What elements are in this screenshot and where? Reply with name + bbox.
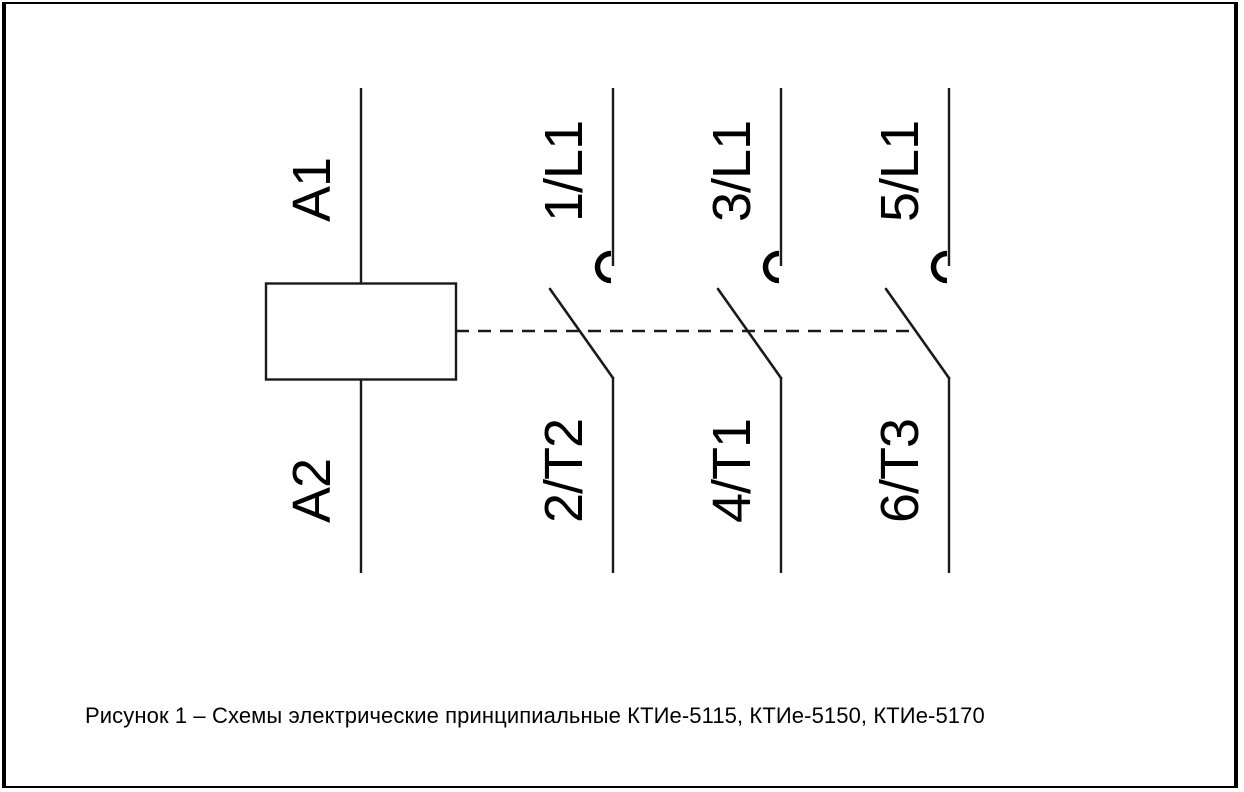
contact-2-blade (716, 287, 783, 380)
coil-label-a1: A1 (282, 158, 342, 222)
contact-1-bottom-label: 2/T2 (534, 419, 594, 523)
contact-1-terminal-arc-icon (594, 250, 612, 284)
coil-group: A1 A2 (264, 88, 458, 573)
contact-3-group: 5/L1 6/T3 (870, 88, 951, 573)
contact-3-terminal-arc-icon (930, 250, 948, 284)
contact-3-blade (884, 287, 951, 380)
contact-3-bottom-label: 6/T3 (870, 419, 930, 523)
contact-2-terminal-arc-icon (762, 250, 780, 284)
coil-label-a2: A2 (282, 459, 342, 523)
contact-1-group: 1/L1 2/T2 (534, 88, 615, 573)
contact-2-top-label: 3/L1 (702, 121, 762, 222)
contact-1-blade (548, 287, 615, 380)
contact-1-top-label: 1/L1 (534, 121, 594, 222)
contact-2-group: 3/L1 4/T1 (702, 88, 783, 573)
figure-caption: Рисунок 1 – Схемы электрические принципи… (85, 703, 985, 728)
contact-3-top-label: 5/L1 (870, 121, 930, 222)
contact-2-bottom-label: 4/T1 (702, 419, 762, 523)
coil-body-rectangle (264, 282, 458, 381)
